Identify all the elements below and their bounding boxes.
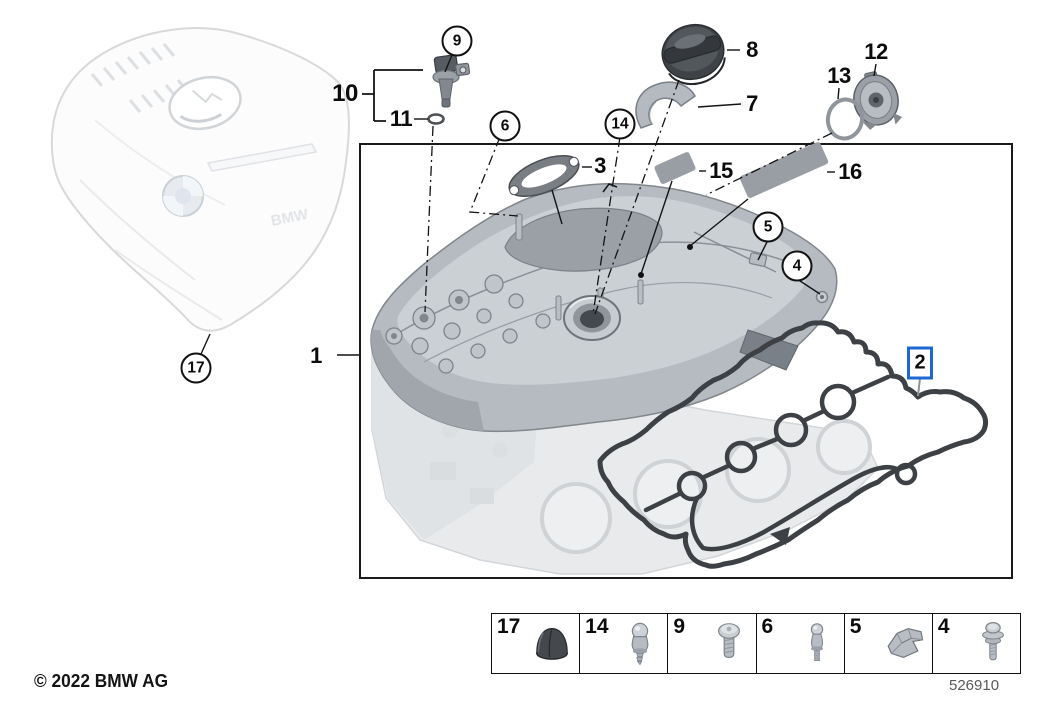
legend-label: 9 [673, 615, 686, 638]
camshaft-sensor-illustration [432, 54, 471, 108]
callout-11[interactable]: 11 [389, 106, 413, 131]
legend-label: 17 [497, 615, 521, 638]
screw-icon [717, 623, 740, 659]
screw-washer-icon [982, 622, 1004, 661]
legend-item-6[interactable]: 6 [755, 614, 844, 673]
legend-item-9[interactable]: 9 [667, 614, 755, 673]
vent-valve-illustration [853, 71, 903, 130]
leader-lines [200, 49, 921, 397]
legend-label: 5 [849, 615, 862, 638]
legend-item-14[interactable]: 14 [579, 614, 667, 673]
copyright-text: © 2022 BMW AG [34, 671, 169, 691]
legend-item-17[interactable]: 17 [492, 614, 579, 673]
parts-box-frame [359, 143, 1013, 579]
ball-stud-icon [631, 622, 649, 666]
callout-17[interactable]: 17 [180, 352, 212, 384]
callout-1[interactable]: 1 [310, 343, 322, 368]
fastener-legend-table: 17 14 9 6 [491, 613, 1021, 674]
callout-6[interactable]: 6 [489, 110, 521, 142]
legend-label: 6 [761, 615, 774, 638]
callout-3[interactable]: 3 [594, 153, 606, 178]
sealing-cover-illustration [635, 81, 696, 129]
callout-2-highlighted[interactable]: 2 [907, 346, 933, 380]
callout-15[interactable]: 15 [709, 158, 733, 183]
gasket-3-illustration [508, 154, 580, 198]
pad-16-illustration [739, 142, 829, 198]
ball-pin-icon [810, 623, 823, 661]
grommet-icon [536, 627, 569, 660]
clip-icon [887, 627, 924, 659]
legend-label: 4 [937, 615, 950, 638]
legend-item-4[interactable]: 4 [931, 614, 1020, 673]
callout-12[interactable]: 12 [864, 39, 888, 64]
callout-5[interactable]: 5 [752, 211, 784, 243]
pad-15-illustration [654, 152, 696, 184]
valve-cover-illustration [370, 182, 838, 433]
callout-16[interactable]: 16 [838, 159, 862, 184]
legend-label: 14 [585, 615, 609, 638]
engine-cover-illustration: BMW [50, 27, 350, 332]
callout-10[interactable]: 10 [332, 80, 358, 107]
legend-item-5[interactable]: 5 [843, 614, 932, 673]
callout-4[interactable]: 4 [781, 250, 813, 282]
callout-7[interactable]: 7 [746, 91, 758, 116]
callout-13[interactable]: 13 [827, 63, 851, 88]
gasket-illustration [597, 320, 989, 569]
diagram-number: 526910 [949, 677, 1000, 694]
o-ring-13-illustration [825, 97, 865, 141]
callout-9[interactable]: 9 [441, 25, 473, 57]
callout-14[interactable]: 14 [604, 108, 636, 140]
o-ring-11-illustration [427, 113, 445, 125]
oil-cap-illustration [661, 23, 726, 86]
callout-8[interactable]: 8 [746, 37, 758, 62]
